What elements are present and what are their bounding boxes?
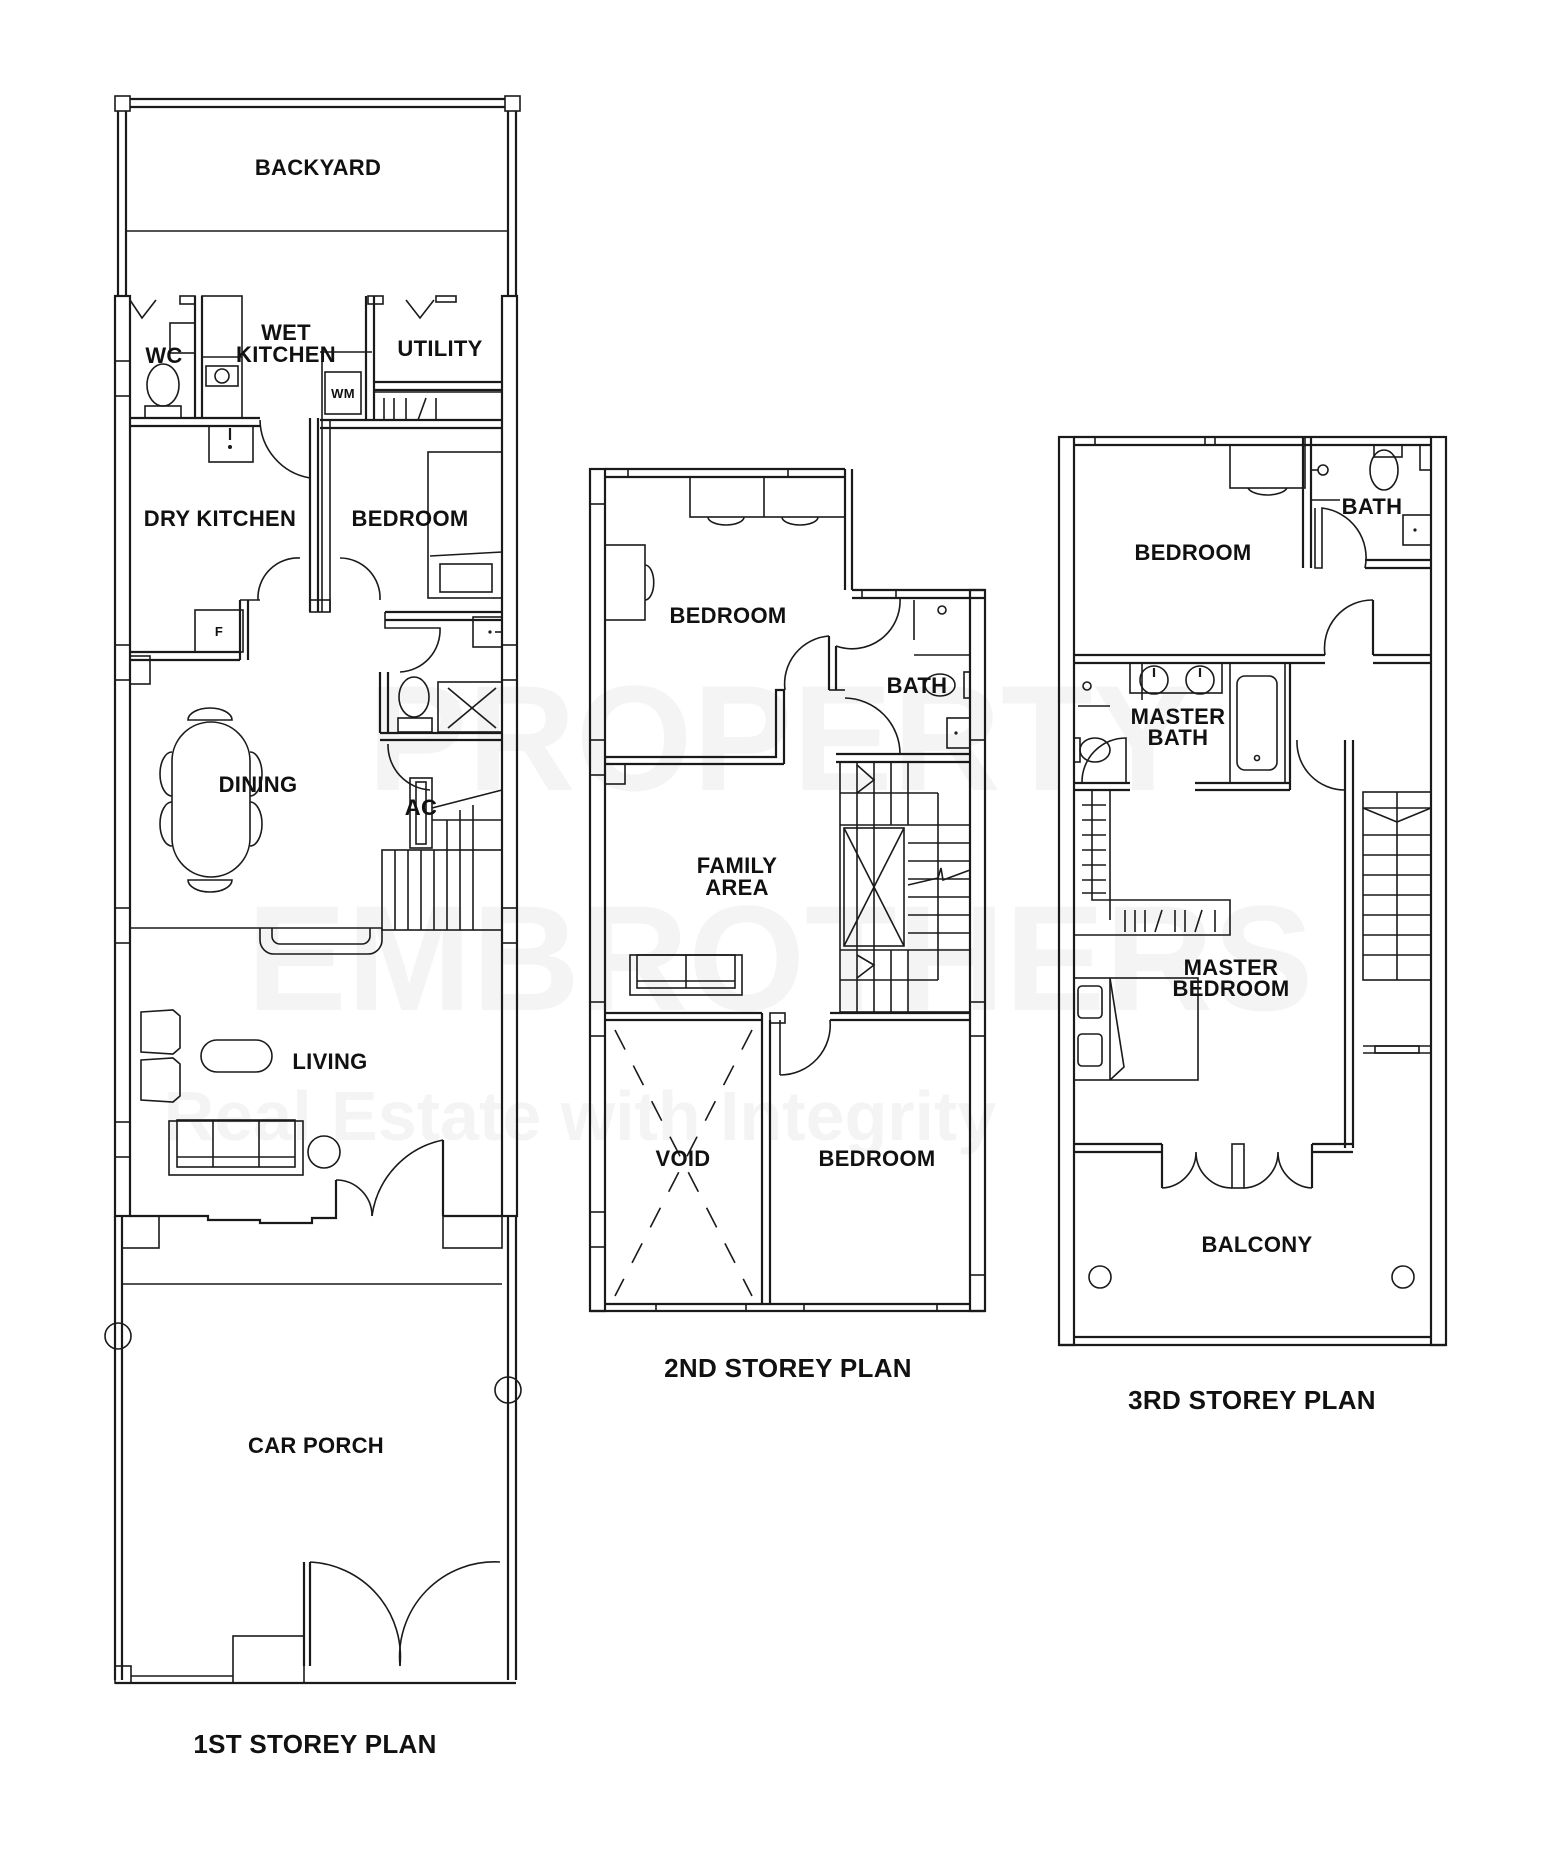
room-label-family-area: FAMILY: [697, 853, 777, 878]
room-label-dining: DINING: [219, 772, 298, 797]
room-label-balcony: BALCONY: [1202, 1232, 1313, 1257]
staircase: [381, 849, 503, 931]
wall-right: [500, 294, 519, 1218]
room-label-utility: UTILITY: [397, 336, 482, 361]
balcony-column: [1391, 1265, 1415, 1289]
plan-3rd-storey: BEDROOM BATH MASTER BATH MASTER BEDROOM …: [1057, 435, 1448, 1415]
room-label-bedroom-2: BEDROOM: [819, 1146, 936, 1171]
wall-left: [113, 294, 132, 1218]
room-label-void: VOID: [656, 1146, 711, 1171]
gate-pillar: [104, 1322, 132, 1350]
room-label-master-bath: MASTER: [1131, 704, 1226, 729]
room-label-bath: BATH: [887, 673, 948, 698]
watermark-tagline: Real Estate with Integrity: [164, 1077, 996, 1155]
room-label-family-area-2: AREA: [705, 875, 769, 900]
room-label-backyard: BACKYARD: [255, 155, 381, 180]
lift-void: [843, 827, 905, 947]
room-label-master-bath-2: BATH: [1148, 725, 1209, 750]
room-label-bath: BATH: [1342, 494, 1403, 519]
void-cross: [614, 1029, 753, 1297]
plan-2nd-storey: BEDROOM BATH FAMILY AREA VOID BEDROOM 2N…: [588, 467, 987, 1383]
room-label-wet-kitchen-2: KITCHEN: [236, 342, 336, 367]
wall-right: [1429, 435, 1448, 1347]
room-label-wet-kitchen: WET: [261, 320, 311, 345]
fixture-ac-label: AC: [405, 795, 437, 820]
watermark-line1: PROPERTY: [367, 654, 1192, 822]
master-bed: [1073, 977, 1199, 1081]
room-label-master-bedroom-2: BEDROOM: [1173, 976, 1290, 1001]
room-label-dry-kitchen: DRY KITCHEN: [144, 506, 296, 531]
room-label-wc: WC: [145, 343, 182, 368]
fridge: [194, 609, 244, 653]
room-label-master-bedroom: MASTER: [1184, 955, 1279, 980]
sofa: [168, 1120, 304, 1176]
column: [504, 95, 521, 112]
room-label-bedroom: BEDROOM: [352, 506, 469, 531]
balcony-column: [1088, 1265, 1112, 1289]
plan-title-2nd-storey: 2ND STOREY PLAN: [664, 1353, 912, 1383]
room-label-living: LIVING: [292, 1049, 367, 1074]
void-cross: [614, 1029, 753, 1297]
plan-title-3rd-storey: 3RD STOREY PLAN: [1128, 1385, 1376, 1415]
fixture-wm-label: WM: [331, 386, 355, 401]
column: [114, 95, 131, 112]
room-label-car-porch: CAR PORCH: [248, 1433, 384, 1458]
dining-table: [171, 721, 251, 878]
room-label-bedroom: BEDROOM: [1135, 540, 1252, 565]
gate-pillar: [494, 1376, 522, 1404]
watermark: PROPERTY EMBROTHERS Real Estate with Int…: [164, 654, 1314, 1155]
fixture-fridge-label: F: [215, 624, 223, 639]
coffee-table: [200, 1039, 273, 1073]
watermark-line2: EMBROTHERS: [247, 874, 1314, 1042]
plan-title-1st-storey: 1ST STOREY PLAN: [193, 1729, 436, 1759]
plan-1st-storey: WM F: [104, 95, 522, 1759]
room-label-bedroom: BEDROOM: [670, 603, 787, 628]
washing-machine: [324, 371, 362, 415]
